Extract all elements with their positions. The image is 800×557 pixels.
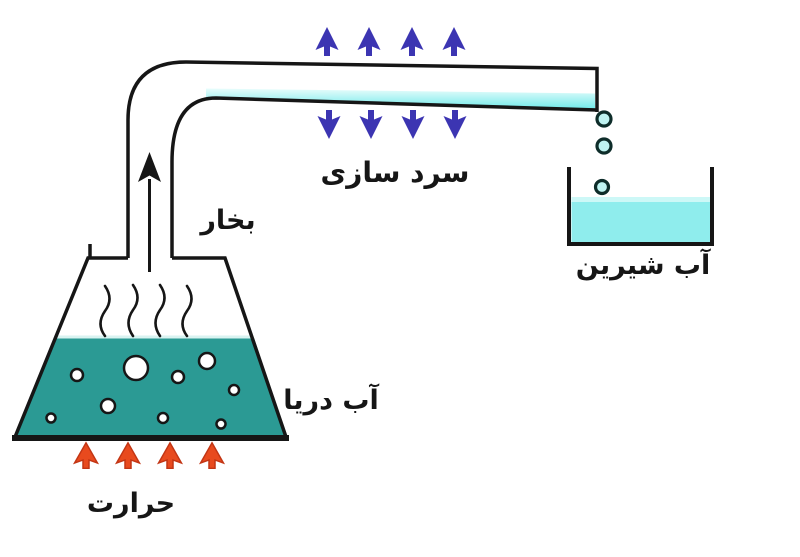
sea-water-label: آب دریا <box>283 385 379 416</box>
condenser-tube <box>126 60 599 258</box>
tube-outer-wall <box>126 60 599 258</box>
steam-wave <box>127 283 139 338</box>
cooling-arrow-down-icon <box>401 110 425 139</box>
sea-water-fill <box>16 338 286 437</box>
heat-arrows <box>73 442 225 470</box>
beaker-outline <box>567 167 714 246</box>
bubble <box>156 411 170 425</box>
bubble <box>215 418 227 430</box>
cooling-arrow-up-icon <box>357 27 381 56</box>
steam-wave <box>181 284 193 338</box>
bubble <box>197 351 217 371</box>
steam-wave <box>99 284 111 338</box>
condensate-liquid <box>206 88 595 109</box>
steam-waves <box>99 283 193 338</box>
droplets <box>593 110 613 196</box>
steam-arrow-head-icon <box>138 152 161 182</box>
bubble <box>170 369 186 385</box>
flask <box>12 152 289 441</box>
bubble <box>122 354 150 382</box>
bubble <box>227 383 241 397</box>
cooling-arrow-down-icon <box>359 110 383 139</box>
droplet <box>593 178 611 196</box>
steam-label: بخار <box>200 205 256 236</box>
droplet <box>595 137 613 155</box>
steam-wave <box>154 283 166 338</box>
bubble <box>45 412 57 424</box>
heat-label: حرارت <box>86 488 176 519</box>
bubbles <box>45 351 241 430</box>
cooling-arrow-up-icon <box>315 27 339 56</box>
cooling-arrow-down-icon <box>317 110 341 139</box>
bubble <box>99 397 117 415</box>
cooling-arrow-up-icon <box>400 27 424 56</box>
collection-beaker <box>567 167 714 246</box>
cooling-arrows-down <box>317 110 467 139</box>
fresh-water-label: آب شیرین <box>575 250 711 281</box>
heat-arrow-icon <box>115 442 141 470</box>
fresh-water-fill <box>571 197 710 242</box>
heat-arrow-icon <box>157 442 183 470</box>
steam-arrow <box>138 152 161 272</box>
cooling-arrow-down-icon <box>443 110 467 139</box>
cooling-arrows-up <box>315 27 466 56</box>
tube-inner-wall <box>170 96 598 258</box>
heat-arrow-icon <box>73 442 99 470</box>
cooling-label: سرد سازی <box>320 156 470 189</box>
heat-arrow-icon <box>199 442 225 470</box>
cooling-arrow-up-icon <box>442 27 466 56</box>
droplet <box>595 110 613 128</box>
fresh-water-surface <box>571 197 710 202</box>
bubble <box>69 367 85 383</box>
flask-outline <box>13 244 288 438</box>
